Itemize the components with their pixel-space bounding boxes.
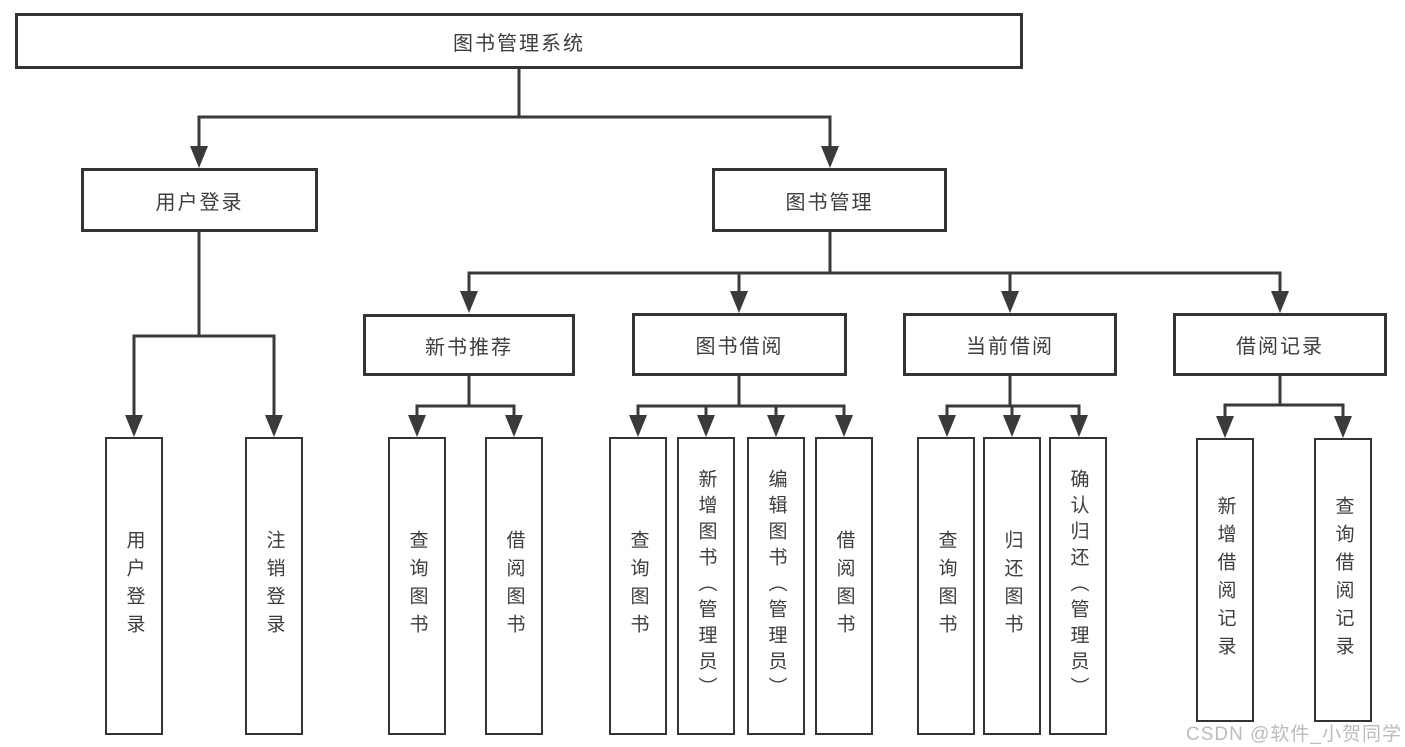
node-root-label: 图书管理系统 bbox=[453, 32, 585, 55]
leaf-label: 查询借阅记录 bbox=[1332, 496, 1354, 664]
arrowhead-icon bbox=[767, 415, 785, 437]
arrowhead-icon bbox=[1003, 415, 1021, 437]
node-label: 借阅记录 bbox=[1236, 336, 1324, 358]
leaf-logout: 注销登录 bbox=[245, 437, 303, 735]
leaf-label: 确认归还（管理员） bbox=[1067, 469, 1089, 703]
leaf-label: 新增图书（管理员） bbox=[695, 469, 717, 703]
leaf-newbook-borrow-books: 借阅图书 bbox=[485, 437, 543, 735]
arrowhead-icon bbox=[190, 146, 208, 168]
connector-userlogin-leaves bbox=[132, 232, 276, 422]
csdn-watermark: CSDN @软件_小贺同学 bbox=[1186, 724, 1402, 745]
leaf-newbook-query-books: 查询图书 bbox=[388, 437, 446, 735]
node-new-book-recommend: 新书推荐 bbox=[363, 314, 575, 376]
arrowhead-icon bbox=[1334, 416, 1352, 438]
connector-bookborrow-leaves bbox=[636, 376, 846, 422]
node-current-borrow: 当前借阅 bbox=[903, 313, 1117, 376]
leaf-record-query-record: 查询借阅记录 bbox=[1314, 438, 1372, 722]
node-label: 当前借阅 bbox=[966, 336, 1054, 358]
arrowhead-icon bbox=[1216, 416, 1234, 438]
leaf-current-query-books: 查询图书 bbox=[917, 437, 975, 735]
arrowhead-icon bbox=[505, 415, 523, 437]
leaf-label: 查询图书 bbox=[935, 530, 957, 642]
arrowhead-icon bbox=[938, 415, 956, 437]
node-label: 图书管理 bbox=[785, 191, 874, 214]
leaf-label: 查询图书 bbox=[627, 530, 649, 642]
leaf-borrow-add-books-admin: 新增图书（管理员） bbox=[677, 437, 735, 735]
leaf-borrow-edit-books-admin: 编辑图书（管理员） bbox=[747, 437, 805, 735]
arrowhead-icon bbox=[835, 415, 853, 437]
leaf-user-login: 用户登录 bbox=[105, 437, 163, 735]
connector-newbook-leaves bbox=[415, 376, 516, 422]
leaf-current-return-books: 归还图书 bbox=[983, 437, 1041, 735]
leaf-record-add-record: 新增借阅记录 bbox=[1196, 438, 1254, 722]
arrowhead-icon bbox=[265, 415, 283, 437]
leaf-label: 借阅图书 bbox=[503, 530, 525, 642]
arrowhead-icon bbox=[408, 415, 426, 437]
node-label: 用户登录 bbox=[155, 191, 244, 214]
arrowheads bbox=[125, 146, 1352, 438]
arrowhead-icon bbox=[1070, 415, 1088, 437]
arrowhead-icon bbox=[1001, 291, 1019, 313]
leaf-current-confirm-return-admin: 确认归还（管理员） bbox=[1049, 437, 1107, 735]
arrowhead-icon bbox=[697, 415, 715, 437]
connector-paths bbox=[132, 69, 1345, 422]
leaf-borrow-borrow-books: 借阅图书 bbox=[815, 437, 873, 735]
leaf-label: 归还图书 bbox=[1001, 530, 1023, 642]
connector-borrowrecord-leaves bbox=[1223, 376, 1345, 422]
connector-root-level2 bbox=[197, 69, 832, 152]
leaf-label: 新增借阅记录 bbox=[1214, 496, 1236, 664]
arrowhead-icon bbox=[125, 415, 143, 437]
node-label: 新书推荐 bbox=[425, 336, 513, 359]
leaf-label: 编辑图书（管理员） bbox=[765, 469, 787, 703]
arrowhead-icon bbox=[1271, 291, 1289, 313]
node-label: 图书借阅 bbox=[695, 336, 784, 358]
node-book-management: 图书管理 bbox=[712, 168, 947, 232]
leaf-label: 用户登录 bbox=[123, 530, 145, 642]
arrowhead-icon bbox=[629, 415, 647, 437]
node-book-borrow: 图书借阅 bbox=[632, 313, 847, 376]
leaf-borrow-query-books: 查询图书 bbox=[609, 437, 667, 735]
connector-bookmgmt-level3 bbox=[467, 232, 1282, 298]
node-root: 图书管理系统 bbox=[15, 13, 1023, 69]
arrowhead-icon bbox=[460, 291, 478, 313]
node-user-login-branch: 用户登录 bbox=[81, 168, 318, 232]
arrowhead-icon bbox=[821, 146, 839, 168]
arrowhead-icon bbox=[730, 291, 748, 313]
leaf-label: 查询图书 bbox=[406, 530, 428, 642]
leaf-label: 借阅图书 bbox=[833, 530, 855, 642]
node-borrow-record: 借阅记录 bbox=[1173, 313, 1387, 376]
leaf-label: 注销登录 bbox=[263, 530, 285, 642]
